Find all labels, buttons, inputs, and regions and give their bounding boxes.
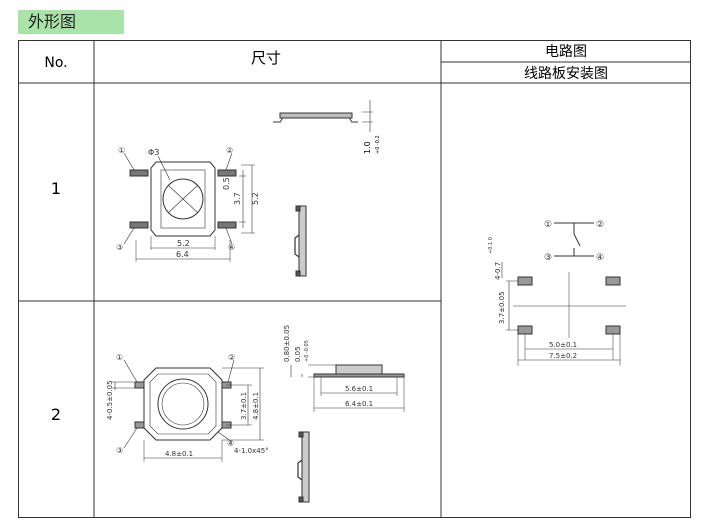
pin-label-2: ② <box>226 146 233 155</box>
p2-dim-005: 0.05 <box>294 346 302 362</box>
pcb-pad-tol: +0.1 0 <box>488 237 494 254</box>
header-pcb-layout: 线路板安装图 <box>524 66 608 82</box>
product1-side-view <box>273 100 373 132</box>
p2-dim-005-tol: +0 -0.05 <box>304 340 310 362</box>
circuit-pin-1: ① <box>544 220 552 230</box>
p2-dim-48v: 4.8±0.1 <box>252 392 260 420</box>
product2-labels: ① ② ③ ④ 4-0.5±0.05 3.7±0.1 4.8±0.1 4.8±0… <box>106 353 269 458</box>
circuit-pin-2: ② <box>596 220 604 230</box>
row-number-2: 2 <box>51 405 61 424</box>
header-no: No. <box>44 55 67 71</box>
product2-side-view <box>290 364 405 412</box>
product1-labels: ① ② ③ ④ Φ3 0.5 3.7 5.2 5.2 6.4 <box>116 146 260 259</box>
pcb-vertical-dim: 3.7±0.05 <box>498 291 506 324</box>
dim-52h-label: 5.2 <box>177 239 190 248</box>
pin-label-4: ④ <box>228 243 235 252</box>
circuit-pin-4: ④ <box>596 253 604 263</box>
circuit-pins: ① ② ③ ④ <box>544 220 604 263</box>
p2-dim-56: 5.6±0.1 <box>345 385 373 393</box>
p2-pin-label-4: ④ <box>227 439 234 448</box>
product1-height-label: 1.0 <box>363 141 372 154</box>
p2-dim-080: 0.80±0.05 <box>283 325 291 362</box>
p2-pin-label-1: ① <box>116 353 123 362</box>
p2-dim-48h: 4.8±0.1 <box>165 450 193 458</box>
header-circuit: 电路图 <box>545 44 587 60</box>
dim-64-label: 6.4 <box>176 250 189 259</box>
dim-05-label: 0.5 <box>222 177 231 190</box>
product1-top-view <box>123 152 255 262</box>
product1-front-view <box>294 205 307 277</box>
circuit-diagram <box>554 222 594 257</box>
dim-37-label: 3.7 <box>233 192 242 205</box>
pcb-pad-dim: 4-0.7 <box>494 262 502 280</box>
phi-label: Φ3 <box>148 148 159 157</box>
section-title: 外形图 <box>18 10 124 34</box>
outline-drawing-table: No. 尺寸 电路图 线路板安装图 1 2 <box>18 40 691 518</box>
p2-dim-64: 6.4±0.1 <box>345 400 373 408</box>
product2-side-labels: 0.80±0.05 0.05 +0 -0.05 5.6±0.1 6.4±0.1 <box>283 325 373 408</box>
p2-dim-37: 3.7±0.1 <box>240 392 248 420</box>
p2-pin-dim: 4-0.5±0.05 <box>106 380 114 420</box>
pcb-labels: 4-0.7 +0.1 0 3.7±0.05 5.0±0.1 7.5±0.2 <box>488 237 577 360</box>
row-number-1: 1 <box>51 179 61 198</box>
pcb-dim-75: 7.5±0.2 <box>549 352 577 360</box>
circuit-pin-3: ③ <box>544 253 552 263</box>
table-grid <box>18 40 691 518</box>
product2-top-view <box>112 359 264 462</box>
p2-chamfer: 4-1.0x45° <box>234 447 269 455</box>
header-dimensions: 尺寸 <box>251 49 281 67</box>
pcb-dim-50: 5.0±0.1 <box>549 341 577 349</box>
pcb-layout <box>501 262 626 366</box>
p2-pin-label-2: ② <box>228 353 235 362</box>
product2-front-view <box>297 431 310 503</box>
pin-label-3: ③ <box>116 243 123 252</box>
dim-52v-label: 5.2 <box>251 192 260 205</box>
p2-pin-label-3: ③ <box>116 446 123 455</box>
product1-height-tol: +0 -0.2 <box>375 135 381 154</box>
pin-label-1: ① <box>118 146 125 155</box>
